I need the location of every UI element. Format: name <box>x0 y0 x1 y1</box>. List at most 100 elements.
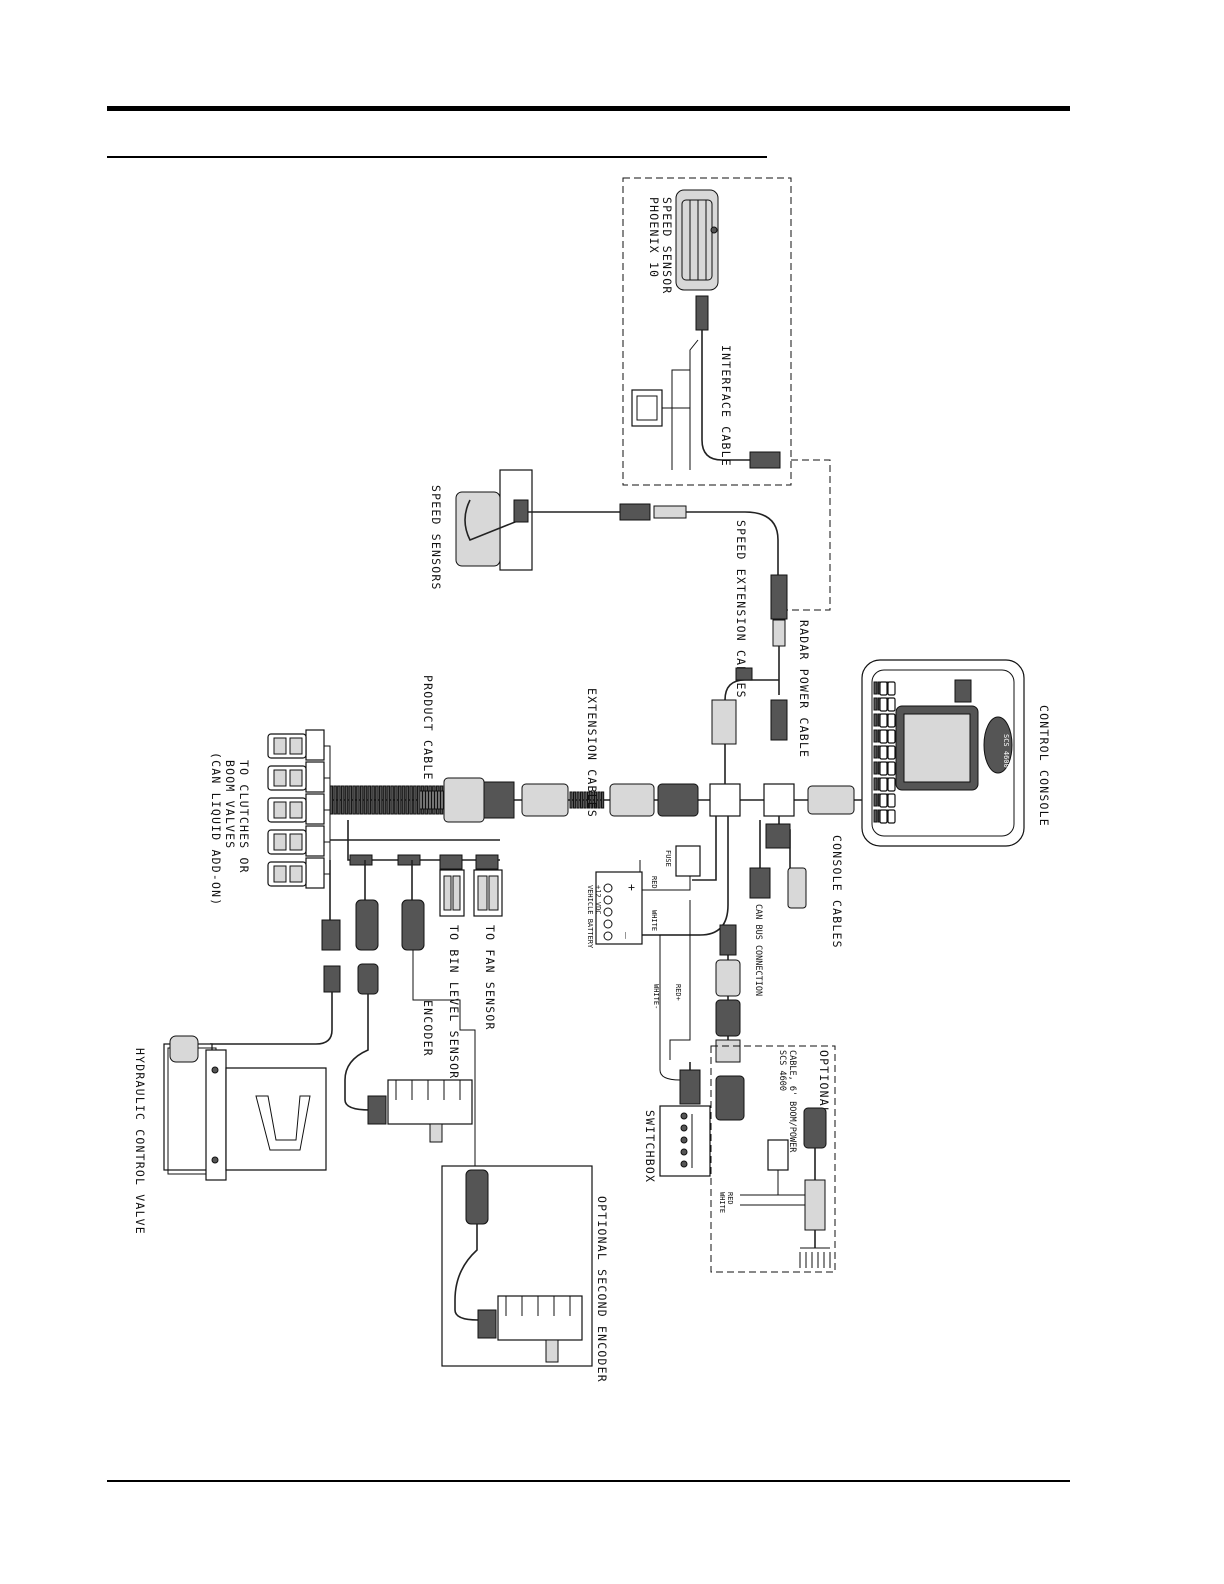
clutch-lead <box>322 777 331 800</box>
cable-rib <box>434 790 438 810</box>
encoder-cable-wire <box>344 994 371 1111</box>
cable-rib <box>405 785 410 815</box>
cable-rib <box>409 785 413 815</box>
cable-rib <box>437 790 441 810</box>
cable-rib <box>356 785 360 815</box>
control-console-label: CONTROL CONSOLE <box>1037 705 1051 827</box>
keypad-key <box>873 697 878 711</box>
bin-level-tag <box>439 854 463 870</box>
optional-second-encoder-label: OPTIONAL SECOND ENCODER <box>595 1196 609 1383</box>
keypad-key <box>879 697 888 712</box>
clutches-label-line2: BOOM VALVES <box>223 760 237 849</box>
interface-cable-label: INTERFACE CABLE <box>719 345 733 467</box>
clutch-connector <box>273 833 287 851</box>
cable-rib <box>590 791 594 809</box>
phoenix-label-line2: SPEED SENSOR <box>660 197 674 294</box>
switchbox-connector-5 <box>715 1075 745 1121</box>
clutch-connector <box>305 825 325 857</box>
cable-rib <box>580 791 584 809</box>
bin-level-connector <box>439 869 465 917</box>
optional-dashed-box <box>710 1045 836 1273</box>
cable-rib <box>601 791 605 809</box>
cable-rib <box>573 791 577 809</box>
optional-encoder-box <box>441 1165 593 1367</box>
keypad-key <box>873 761 878 775</box>
cable-rib <box>428 790 432 810</box>
cable-rib <box>583 791 587 809</box>
cable-rib <box>363 785 368 815</box>
optional-cable-drawing <box>740 1107 831 1268</box>
battery-label-line2: +12 VDC <box>594 885 602 915</box>
product-cable-connector <box>443 777 485 823</box>
keypad-key <box>879 713 888 728</box>
hydraulic-plug-top <box>321 919 341 951</box>
optional-white-label: WHITE <box>718 1192 726 1213</box>
fan-tag <box>475 854 499 870</box>
cable-rib <box>419 790 423 810</box>
console-keypad <box>873 681 896 824</box>
keypad-key <box>879 777 888 792</box>
cable-rib <box>569 791 573 809</box>
keypad-key <box>873 713 878 727</box>
battery-plus: + <box>625 884 639 892</box>
clutch-connector <box>289 737 303 755</box>
tee-junction-2 <box>763 783 795 817</box>
keypad-key <box>887 809 896 824</box>
can-bus-terminator <box>749 867 771 899</box>
cable-rib <box>587 791 591 809</box>
power-wire-red <box>692 816 717 881</box>
optional-label-line1: OPTIONAL <box>817 1050 831 1115</box>
keypad-key <box>873 681 878 695</box>
cable-rib <box>348 785 353 815</box>
keypad-key <box>887 761 896 776</box>
radar-connector-mid <box>772 619 786 647</box>
switchbox-icon <box>659 1105 711 1177</box>
bin-level-sensor-label: TO BIN LEVEL SENSOR <box>447 925 461 1079</box>
cable-rib <box>367 785 372 815</box>
phoenix-label-line1: PHOENIX 10 <box>647 197 661 278</box>
feed1-tag <box>397 854 421 866</box>
speed-connector-b <box>653 505 687 519</box>
speed-extension-cables-label: SPEED EXTENSION CABLES <box>734 520 748 699</box>
extension-connector-1 <box>521 783 569 817</box>
cable-rib <box>576 791 580 809</box>
red-plus-label: RED+ <box>674 984 682 1001</box>
feed2-tag <box>349 854 373 866</box>
radar-power-cable-label: RADAR POWER CABLE <box>797 620 811 758</box>
optional-red-label: RED <box>726 1192 734 1205</box>
radar-dashed-link <box>782 459 831 611</box>
cable-rib <box>431 790 435 810</box>
keypad-key <box>873 793 878 807</box>
keypad-key <box>887 745 896 760</box>
clutch-connector <box>305 729 325 761</box>
cable-rib <box>333 785 337 815</box>
clutch-connector <box>273 769 287 787</box>
keypad-key <box>873 777 878 791</box>
clutch-connector <box>289 833 303 851</box>
cable-rib <box>413 785 417 815</box>
clutch-connector <box>273 801 287 819</box>
encoder-icon <box>367 1079 473 1143</box>
encoder1-connector <box>401 899 425 951</box>
cable-rib <box>394 785 398 815</box>
cable-rib <box>401 785 406 815</box>
keypad-key <box>879 761 888 776</box>
radar-branch-connector <box>711 699 737 745</box>
console-connector <box>807 785 855 815</box>
hydraulic-valve-label: HYDRAULIC CONTROL VALVE <box>133 1048 147 1235</box>
keypad-key <box>887 681 896 696</box>
cable-rib <box>359 785 364 815</box>
encoder2-connector <box>355 899 379 951</box>
cable-rib <box>425 790 429 810</box>
cable-rib <box>344 785 349 815</box>
console-cable-plug <box>765 823 791 849</box>
tee-junction-1 <box>709 783 741 817</box>
extension-cables-label: EXTENSION CABLES <box>585 688 599 818</box>
control-console-icon <box>861 659 1025 847</box>
keypad-key <box>887 777 896 792</box>
vehicle-battery-icon <box>595 871 643 945</box>
header-rule <box>107 156 767 158</box>
battery-label-line1: VEHICLE BATTERY <box>586 885 594 949</box>
clutches-label-line3: (CAN LIQUID ADD-ON) <box>209 752 223 906</box>
keypad-key <box>873 729 878 743</box>
